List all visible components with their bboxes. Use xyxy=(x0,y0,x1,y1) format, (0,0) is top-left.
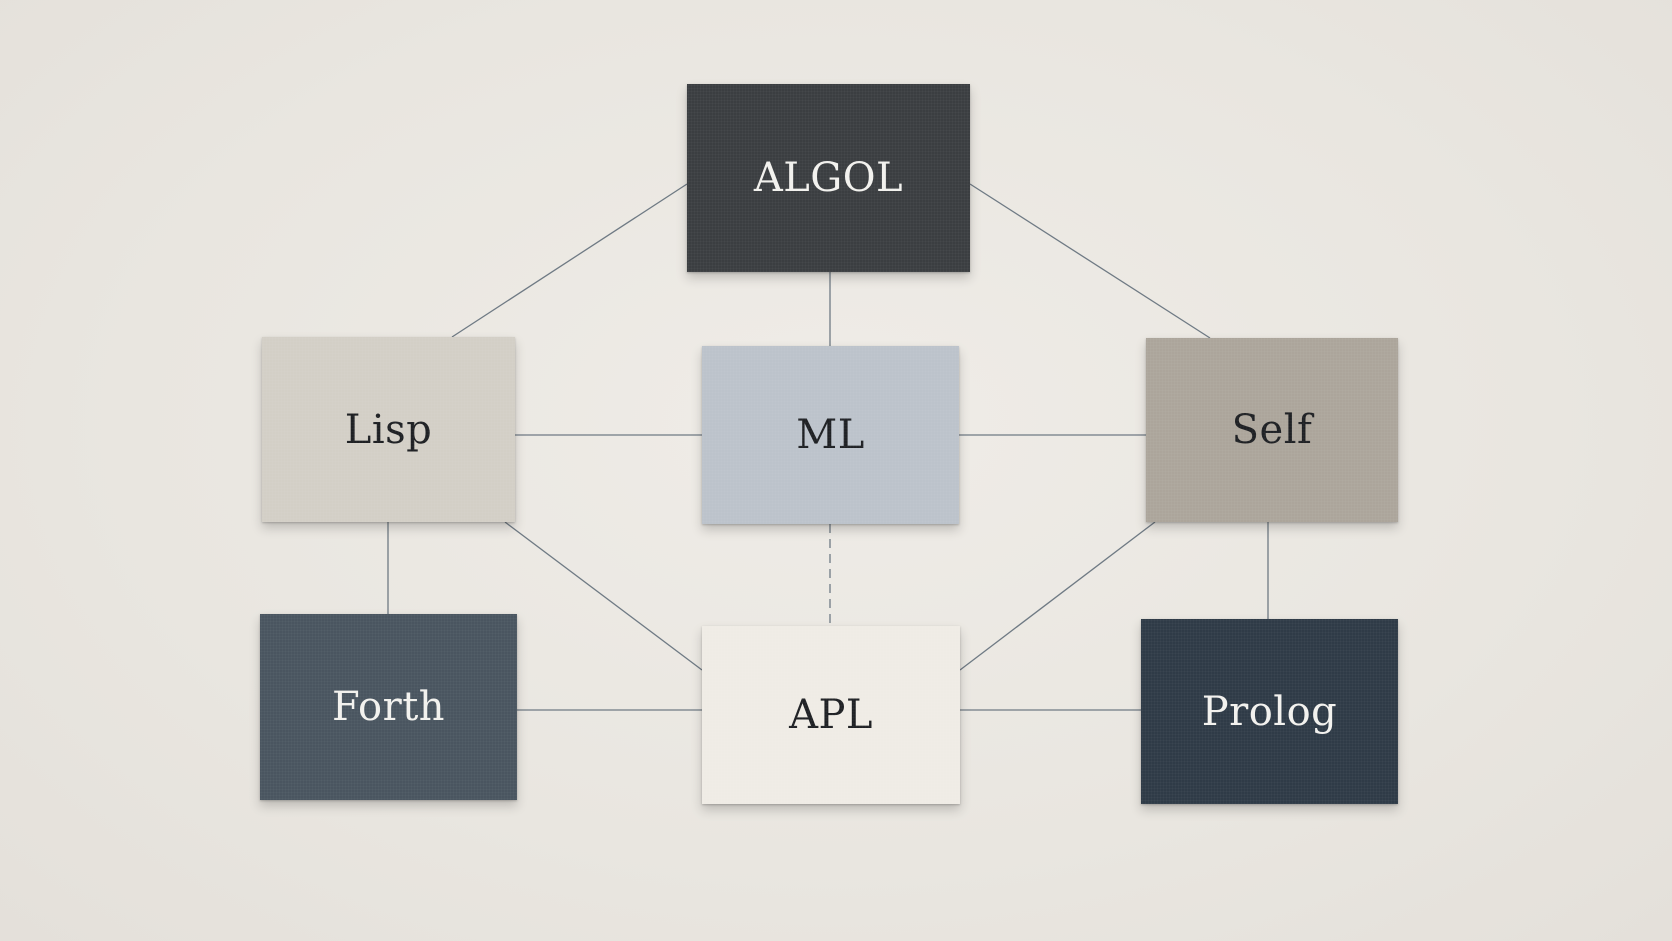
node-algol: ALGOL xyxy=(687,84,970,272)
node-forth: Forth xyxy=(260,614,517,800)
edge-algol-lisp xyxy=(451,183,688,338)
node-apl: APL xyxy=(702,626,960,804)
node-ml: ML xyxy=(702,346,959,524)
node-self: Self xyxy=(1146,338,1398,522)
node-prolog-label: Prolog xyxy=(1201,688,1338,735)
edge-algol-self xyxy=(969,183,1211,339)
edge-lisp-apl xyxy=(504,521,703,671)
node-lisp: Lisp xyxy=(262,337,515,522)
node-algol-label: ALGOL xyxy=(753,155,904,201)
edge-self-apl xyxy=(959,521,1156,671)
node-ml-label: ML xyxy=(796,412,865,458)
node-lisp-label: Lisp xyxy=(344,406,433,453)
node-apl-label: APL xyxy=(789,692,873,738)
node-self-label: Self xyxy=(1231,407,1313,453)
node-prolog: Prolog xyxy=(1141,619,1398,804)
node-forth-label: Forth xyxy=(331,684,446,730)
